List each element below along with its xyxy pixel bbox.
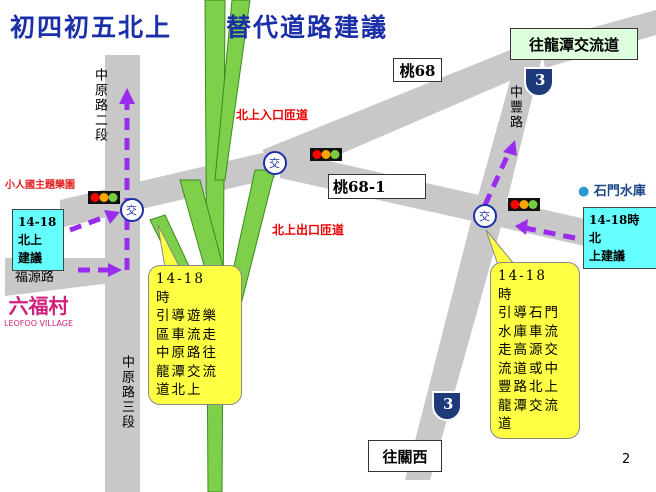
window-china-logo: 小人國主題樂園 bbox=[5, 180, 75, 191]
interchange-icon bbox=[120, 151, 497, 228]
callout-line: 走高源交 bbox=[498, 342, 560, 358]
route-arrows bbox=[69, 100, 576, 273]
traffic-light-icon bbox=[88, 148, 540, 211]
callout-line: 道北上 bbox=[156, 382, 203, 398]
leofoo-logo-text: 六福村 bbox=[8, 294, 69, 318]
page-number: 2 bbox=[622, 452, 631, 467]
label-ramp-out: 北上出口匝道 bbox=[272, 223, 345, 237]
label-to-guanxi: 往關西 bbox=[368, 440, 442, 472]
interchange-label: 交 bbox=[269, 157, 280, 170]
callout-line: 龍潭交流 bbox=[498, 397, 560, 414]
callout-left: 14-18 時 引導遊樂 區車流走 中原路往 龍潭交流 道北上 bbox=[148, 265, 242, 405]
note-right-box: 14-18時北 上建議 bbox=[583, 207, 656, 269]
label-zhongyuan-3: 中原路三段 bbox=[119, 355, 134, 430]
callout-line: 引導石門 bbox=[498, 305, 560, 321]
label-to-longtan: 往龍潭交流道 bbox=[510, 28, 638, 60]
label-tao68-1: 桃68-1 bbox=[328, 174, 426, 199]
callout-line: 中原路往 bbox=[156, 345, 218, 361]
callout-line: 14-18 時 bbox=[498, 268, 563, 303]
callout-line: 14-18 時 bbox=[156, 271, 221, 306]
shimen-logo: ● 石門水庫 bbox=[578, 180, 646, 199]
interchange-label: 交 bbox=[479, 210, 490, 223]
note-line: 上建議 bbox=[589, 249, 626, 263]
arrowheads bbox=[104, 88, 528, 277]
leofoo-logo-en: LEOFOO VILLAGE bbox=[4, 319, 74, 328]
label-ramp-in: 北上入口匝道 bbox=[236, 108, 309, 122]
water-drop-icon: ● bbox=[578, 184, 590, 199]
note-left-box: 14-18 北上 建議 bbox=[12, 209, 64, 271]
note-line: 14-18時北 bbox=[589, 213, 640, 245]
road-zhongyuan bbox=[105, 55, 140, 492]
callout-line: 流道或中 bbox=[498, 360, 560, 377]
road-tao68 bbox=[262, 42, 540, 178]
note-line: 建議 bbox=[18, 251, 43, 265]
callout-line: 豐路北上 bbox=[498, 379, 560, 395]
interchange-label: 交 bbox=[126, 204, 137, 217]
callout-line: 水庫車流 bbox=[498, 323, 560, 340]
callout-line: 龍潭交流 bbox=[156, 363, 218, 380]
callout-line: 道 bbox=[498, 416, 514, 432]
label-fuyuan: 福源路 bbox=[15, 270, 55, 285]
leofoo-logo: 六福村 LEOFOO VILLAGE bbox=[4, 290, 73, 328]
callout-line: 區車流走 bbox=[156, 326, 218, 343]
highway-number: 3 bbox=[443, 395, 454, 413]
highway-number: 3 bbox=[535, 71, 546, 89]
callout-line: 引導遊樂 bbox=[156, 308, 218, 324]
shimen-logo-text: 石門水庫 bbox=[593, 184, 646, 199]
page-title: 初四初五北上 替代道路建議 bbox=[10, 13, 389, 42]
callout-right: 14-18 時 引導石門 水庫車流 走高源交 流道或中 豐路北上 龍潭交流 道 bbox=[490, 262, 580, 439]
highway-shield-icon bbox=[432, 67, 554, 422]
label-zhongyuan-2: 中原路二段 bbox=[92, 68, 107, 143]
note-line: 北上 bbox=[18, 233, 43, 247]
label-zhongfeng: 中豐路 bbox=[507, 85, 522, 130]
label-tao68: 桃68 bbox=[393, 58, 442, 82]
note-line: 14-18 bbox=[18, 215, 57, 229]
road-main-west bbox=[60, 150, 275, 228]
